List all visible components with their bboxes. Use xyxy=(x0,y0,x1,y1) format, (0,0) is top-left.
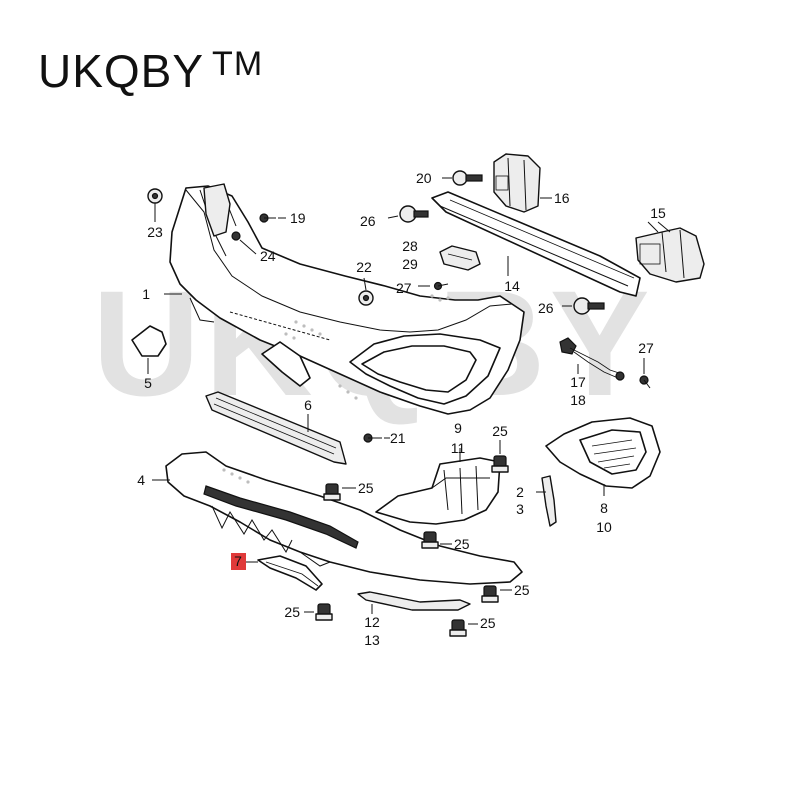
callout-24: 24 xyxy=(260,248,276,264)
selected-part-highlight xyxy=(231,553,246,570)
small-side-bracket[interactable] xyxy=(536,475,557,527)
lower-garnish[interactable] xyxy=(257,555,323,591)
fastener-screw-27-lower[interactable] xyxy=(639,375,651,389)
callout-14: 14 xyxy=(504,278,520,294)
mesh-strip[interactable] xyxy=(205,391,347,465)
callout-13: 13 xyxy=(364,632,380,648)
callout-15: 15 xyxy=(650,205,666,221)
callout-19: 19 xyxy=(290,210,306,226)
callout-6: 6 xyxy=(304,397,312,413)
fastener-bolt-26-lower[interactable] xyxy=(573,297,605,315)
fastener-nut-22[interactable] xyxy=(358,290,374,306)
callout-18: 18 xyxy=(570,392,586,408)
brand-name: UKQBY xyxy=(38,45,205,97)
brand-trademark: TM xyxy=(212,45,264,83)
callout-11: 11 xyxy=(451,440,466,456)
callout-20: 20 xyxy=(416,170,432,186)
callout-26-lower: 26 xyxy=(538,300,554,316)
callout-23: 23 xyxy=(147,224,163,240)
callout-27-lower: 27 xyxy=(638,340,654,356)
fastener-bolt-20[interactable] xyxy=(452,170,483,186)
callout-17: 17 xyxy=(570,374,586,390)
reflector-bezel[interactable] xyxy=(545,417,661,496)
callout-26-upper: 26 xyxy=(360,213,376,229)
connector[interactable] xyxy=(439,245,481,271)
callout-28: 28 xyxy=(402,238,418,254)
callout-16: 16 xyxy=(554,190,570,206)
fastener-bolt-26-upper[interactable] xyxy=(399,205,429,223)
beam-bracket-left[interactable] xyxy=(493,153,541,213)
callout-5: 5 xyxy=(144,375,152,391)
callout-10: 10 xyxy=(596,519,612,535)
callout-25-f: 25 xyxy=(480,615,496,631)
callout-25-b: 25 xyxy=(358,480,374,496)
callout-3: 3 xyxy=(516,501,524,517)
fastener-clip-25-f[interactable] xyxy=(449,619,467,637)
callout-7: 7 xyxy=(234,553,242,569)
rear-bumper-cover[interactable] xyxy=(169,185,525,415)
callout-22: 22 xyxy=(356,259,372,275)
fastener-clip-25-a[interactable] xyxy=(491,455,509,473)
callout-labels: 1 2 3 4 5 6 7 8 9 10 11 12 13 14 15 16 1… xyxy=(137,170,666,648)
under-cover[interactable] xyxy=(375,457,501,525)
side-cover[interactable] xyxy=(131,325,167,374)
callout-25-e: 25 xyxy=(284,604,300,620)
callout-21: 21 xyxy=(390,430,406,446)
lower-diffuser[interactable] xyxy=(165,451,523,585)
fastener-clip-25-b[interactable] xyxy=(323,483,341,501)
callout-8: 8 xyxy=(600,500,608,516)
fastener-clip-25-c[interactable] xyxy=(421,531,439,549)
callout-25-a: 25 xyxy=(492,423,508,439)
callout-25-d: 25 xyxy=(514,582,530,598)
fastener-screw-19[interactable] xyxy=(259,213,276,223)
callout-12: 12 xyxy=(364,614,380,630)
callout-4: 4 xyxy=(137,472,145,488)
leader-lines xyxy=(152,177,659,625)
fastener-clip-23[interactable] xyxy=(147,188,163,204)
callout-27-upper: 27 xyxy=(396,280,412,296)
callout-9: 9 xyxy=(454,420,462,436)
fastener-screw-27-upper[interactable] xyxy=(433,281,449,291)
lower-trim-strip[interactable] xyxy=(357,591,471,614)
fastener-clip-25-e[interactable] xyxy=(315,603,333,621)
upper-side-bracket[interactable] xyxy=(203,183,241,241)
bumper-reinforcement-beam[interactable] xyxy=(431,191,641,297)
callout-25-c: 25 xyxy=(454,536,470,552)
fastener-clip-25-d[interactable] xyxy=(481,585,499,603)
beam-bracket-right[interactable] xyxy=(635,221,705,283)
callout-1: 1 xyxy=(142,286,150,302)
fastener-screw-21[interactable] xyxy=(363,433,382,443)
wire-harness[interactable] xyxy=(559,337,625,381)
callout-2: 2 xyxy=(516,484,524,500)
callout-29: 29 xyxy=(402,256,418,272)
